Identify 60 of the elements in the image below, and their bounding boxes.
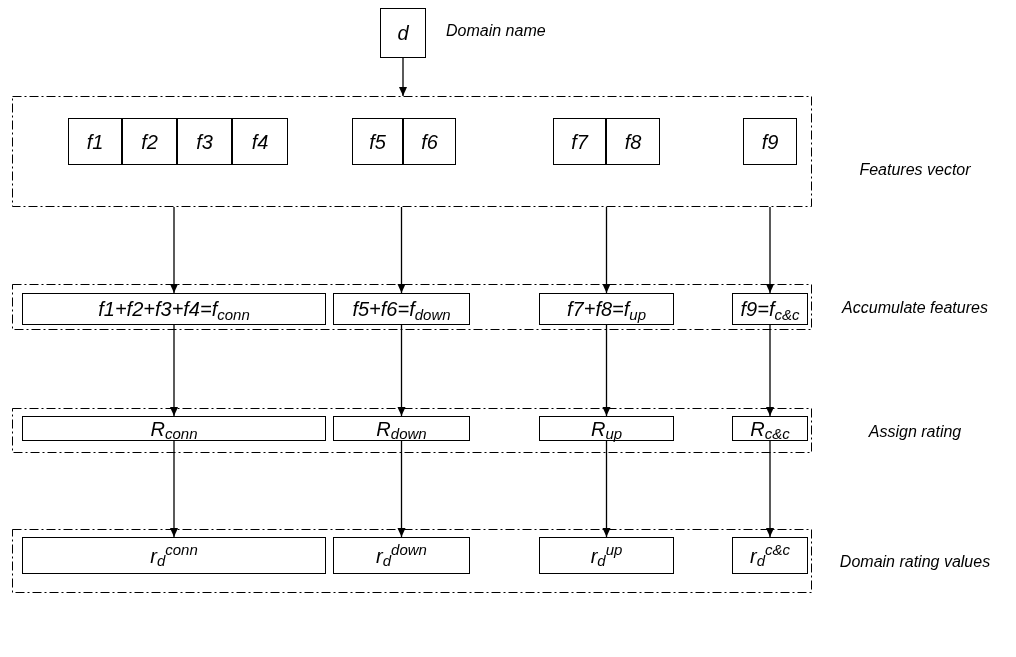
process-box (732, 537, 808, 574)
process-box (177, 118, 232, 165)
arrow (397, 324, 406, 417)
process-box (380, 8, 426, 58)
node-label: d (397, 23, 409, 43)
process-box (68, 118, 122, 165)
arrow (766, 206, 774, 294)
arrow (602, 324, 611, 417)
side-caption: Assign rating (868, 422, 962, 443)
process-box (22, 293, 326, 325)
side-caption: Domain name (446, 21, 546, 42)
node-label: f5+f6=f$_{down}$ (352, 299, 451, 319)
side-caption: Accumulate features (842, 297, 988, 318)
node-label: f9 (761, 131, 779, 152)
node-label: f9=f$_{c&c}$ (740, 299, 800, 319)
process-box (333, 537, 470, 574)
node-label: f4 (251, 131, 269, 152)
process-box (539, 537, 674, 574)
process-box (539, 293, 674, 325)
side-caption: Features vector (859, 160, 971, 181)
side-caption: Domain rating values (839, 552, 991, 573)
arrow (170, 440, 178, 538)
node-label: f7 (571, 131, 588, 152)
node-label: f3 (196, 131, 213, 152)
node-label: f8 (624, 131, 642, 152)
arrow (766, 440, 774, 538)
process-box (553, 118, 606, 165)
group-band (12, 284, 812, 330)
node-label: R$_{conn}$ (150, 418, 198, 439)
process-box (22, 416, 326, 441)
group-band (12, 529, 812, 593)
node-label: f1 (86, 131, 104, 152)
process-box (732, 416, 808, 441)
node-label: R$_{down}$ (376, 418, 427, 439)
arrow (766, 324, 774, 417)
arrow (397, 440, 406, 538)
group-band (12, 408, 812, 453)
process-box (122, 118, 177, 165)
process-box (333, 293, 470, 325)
arrow (397, 206, 406, 294)
process-box (403, 118, 456, 165)
arrow (170, 324, 178, 417)
process-box (743, 118, 797, 165)
process-box (606, 118, 660, 165)
process-box (352, 118, 403, 165)
node-label: f6 (421, 131, 438, 152)
process-box (732, 293, 808, 325)
node-label: f1+f2+f3+f4=f$_{conn}$ (98, 299, 250, 319)
process-box (22, 537, 326, 574)
arrow (170, 206, 178, 294)
process-box (232, 118, 288, 165)
arrow (602, 440, 611, 538)
node-label: f5 (369, 131, 386, 152)
arrow (399, 57, 407, 97)
group-band (12, 96, 812, 207)
arrow (602, 206, 611, 294)
process-box (539, 416, 674, 441)
process-box (333, 416, 470, 441)
node-label: f2 (141, 131, 158, 152)
node-label: R$_{c&c}$ (750, 418, 790, 439)
